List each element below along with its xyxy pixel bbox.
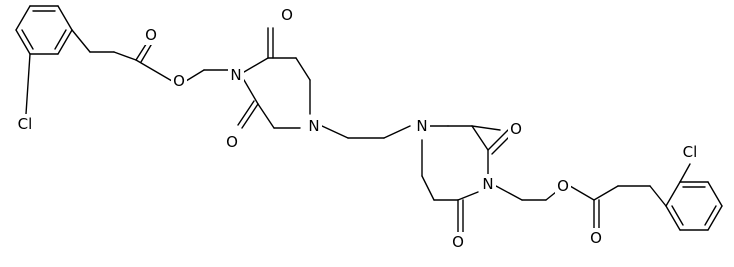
bond <box>545 191 557 201</box>
bond <box>113 51 137 61</box>
bond <box>243 79 259 105</box>
bond <box>679 163 691 183</box>
ester-oxygen-left: O <box>173 72 185 90</box>
bond <box>57 29 73 55</box>
left-piperazine-ring <box>243 57 311 129</box>
bond <box>237 100 255 126</box>
imide-nitrogen-right: N <box>482 175 493 193</box>
chlorine-right: Cl <box>683 143 698 161</box>
carbonyl-oxygen-left-ester: O <box>145 26 157 44</box>
bond <box>241 103 259 129</box>
amine-nitrogen-left: N <box>308 117 319 135</box>
bond <box>471 125 501 131</box>
left-benzene-ring <box>15 5 73 55</box>
bond <box>487 129 509 151</box>
bond <box>421 175 435 201</box>
bond <box>665 181 681 207</box>
right-piperazine-ring <box>421 125 489 201</box>
bond <box>15 5 31 31</box>
bond <box>569 185 595 201</box>
aromatic-bond <box>21 29 34 50</box>
bond <box>457 191 479 201</box>
keto-oxygen-left-top: O <box>281 6 293 24</box>
bond <box>135 59 173 82</box>
bond <box>257 103 275 129</box>
bond <box>471 125 489 151</box>
bond <box>707 181 723 207</box>
keto-oxygen-left-bottom: O <box>226 133 238 151</box>
bond <box>57 5 73 31</box>
imide-nitrogen-left: N <box>230 66 241 84</box>
bond <box>649 185 667 207</box>
amine-nitrogen-right: N <box>416 117 427 135</box>
bond <box>383 125 411 139</box>
bond <box>321 125 349 139</box>
bond <box>495 185 523 201</box>
aromatic-bond <box>54 29 67 50</box>
ester-oxygen-right: O <box>557 177 569 195</box>
aromatic-bond <box>704 205 717 226</box>
bond <box>243 57 269 73</box>
bond <box>707 205 723 231</box>
bond <box>185 69 205 82</box>
bond <box>25 53 31 115</box>
keto-oxygen-right-bottom: O <box>452 233 464 251</box>
bond <box>15 29 31 55</box>
bond <box>665 205 681 231</box>
aromatic-bond <box>671 205 684 226</box>
right-benzene-ring <box>665 181 723 231</box>
chlorine-left: Cl <box>18 115 33 133</box>
keto-oxygen-right-top: O <box>510 120 522 138</box>
bond <box>71 29 91 53</box>
bond <box>593 185 619 201</box>
atom-labels: O O N O O N Cl N O N O O O Cl <box>12 5 704 252</box>
carbonyl-oxygen-right-ester: O <box>590 229 602 247</box>
bond <box>295 57 311 81</box>
